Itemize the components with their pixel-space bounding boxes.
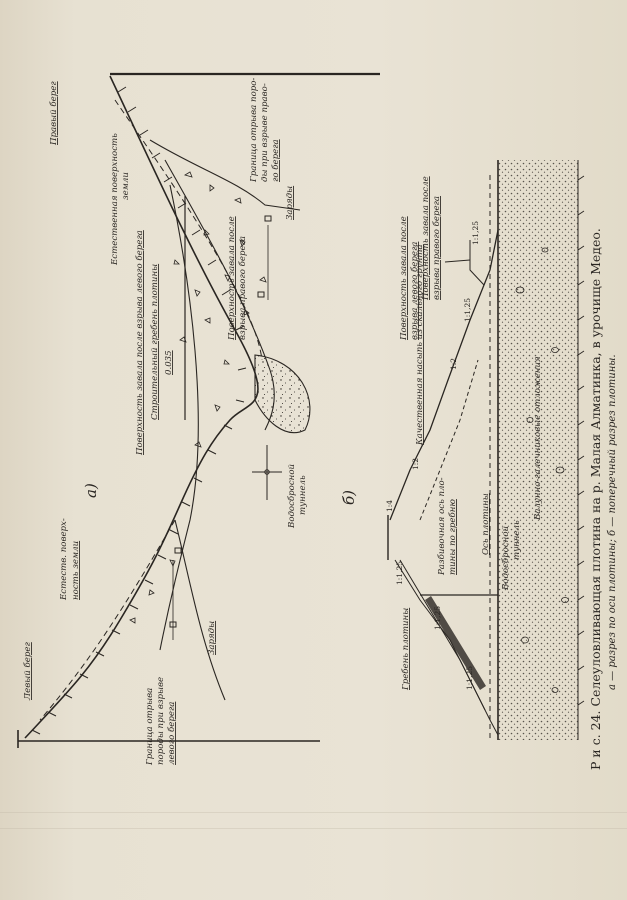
- section-letter-a: а): [82, 483, 100, 498]
- slope-label: 1:1,25: [471, 221, 480, 245]
- bedrock-ticks: [577, 175, 585, 706]
- crest-wedge: [425, 596, 486, 690]
- slope-label: 1:1,25: [465, 666, 474, 690]
- crest-mark: 0.035: [164, 350, 174, 375]
- crest-short-label: Гребень плотины: [400, 608, 411, 691]
- slope-label: 1:2: [449, 358, 458, 370]
- dam-left-slope-inner: [399, 559, 486, 711]
- tunnel-label-2: туннель: [298, 475, 308, 515]
- natural-surface-right-label-2: земли: [121, 172, 131, 200]
- tunnel-b-label-2: туннель: [512, 520, 522, 560]
- natural-surface-left-label-2: ность земли: [71, 541, 81, 600]
- surface-step: [469, 240, 485, 286]
- natural-surface-right-label: Естественная поверхность: [110, 133, 120, 266]
- dam-inner-surface: [419, 359, 479, 521]
- hatching: [31, 86, 247, 735]
- diagram-b: б) 1:1,25 1:1,25 1:2 1:2 1:4: [340, 160, 585, 740]
- gravel-channel: [254, 354, 311, 434]
- tunnel-b-label-1: Водосбросной: [500, 526, 511, 591]
- figure-caption-title: Р и с. 24. Селеуловливающая плотина на р…: [588, 228, 603, 770]
- natural-surface-left-label: Естеств. поверх-: [59, 518, 69, 601]
- slope-label: 1:1,25: [463, 298, 472, 322]
- separation-left-label-1: Граница отрыва: [145, 688, 155, 766]
- after-right-label-1: Поверхность завала после: [421, 176, 431, 301]
- dam-outer-surface: [389, 229, 499, 521]
- after-right-label-2: взрыва правого берега: [431, 196, 442, 300]
- stone-symbols: [515, 247, 569, 693]
- bleed-through-line: [0, 812, 627, 813]
- charge-marker: [264, 215, 272, 222]
- charges-left-label: Заряды: [207, 621, 217, 655]
- separation-right-label-3: го берега: [270, 139, 281, 182]
- right-bank-label: Правый берег: [48, 81, 59, 146]
- surface-step-tick: [444, 259, 471, 263]
- slope-label: 1:1,25: [395, 561, 404, 585]
- charges-right-label: Заряды: [285, 186, 295, 220]
- after-left-label-1: Поверхность завала после: [399, 216, 409, 341]
- crest-label: Строительный гребень плотины: [149, 264, 160, 420]
- surface-after-right-label-2: взрыва правого берега: [237, 236, 248, 340]
- design-axis-label-2: тины по гребню: [447, 499, 458, 575]
- separation-right-label-1: Граница отрыва поро-: [249, 78, 259, 183]
- separation-left-label-2: породы при взрыве: [156, 677, 166, 765]
- surface-after-left: [159, 184, 199, 651]
- separation-boundary-left: [174, 519, 226, 701]
- quality-fill-label: Качественная насыпь из скального грунта: [415, 244, 425, 446]
- dam-axis-label: Ось плотины: [481, 493, 491, 555]
- rock-fragments: [129, 171, 267, 624]
- surface-after-left-label: Поверхность завала после взрыва левого б…: [134, 230, 145, 456]
- separation-right-label-2: ды при взрыве право-: [260, 83, 270, 182]
- separation-boundary-right: [149, 139, 301, 211]
- surface-after-right-label-1: Поверхность завала после: [227, 216, 237, 341]
- figure-caption-legend: а — разрез по оси плотины; б — поперечны…: [607, 354, 618, 690]
- charge-marker: [257, 291, 265, 298]
- design-axis-label-1: Разбивочная ось пло-: [436, 477, 447, 576]
- diagram-a: а) Правый берег Левый берег Естественная…: [17, 72, 380, 766]
- slope-label: 1:4: [385, 500, 394, 512]
- boulder-deposits: [498, 160, 578, 740]
- slope-label: 1:2: [411, 458, 420, 470]
- tunnel-label-1: Водосбросной: [286, 464, 297, 529]
- boulder-label: Валунно-галечниковые отложения: [533, 356, 543, 521]
- natural-surface-left: [39, 519, 176, 721]
- valley-profile: [24, 75, 259, 739]
- charge-marker: [174, 547, 182, 554]
- left-bank-label: Левый берег: [22, 642, 33, 701]
- after-left-label-2: взрыва левого берега: [409, 242, 420, 340]
- section-letter-b: б): [340, 490, 358, 505]
- slope-labels: 1:1,25 1:1,25 1:2 1:2 1:4 1:1,25 1:1,25 …: [385, 221, 480, 690]
- separation-left-label-3: левого берега: [166, 702, 177, 765]
- bleed-through-line: [0, 828, 627, 829]
- slope-label: 1:1,25: [433, 606, 442, 630]
